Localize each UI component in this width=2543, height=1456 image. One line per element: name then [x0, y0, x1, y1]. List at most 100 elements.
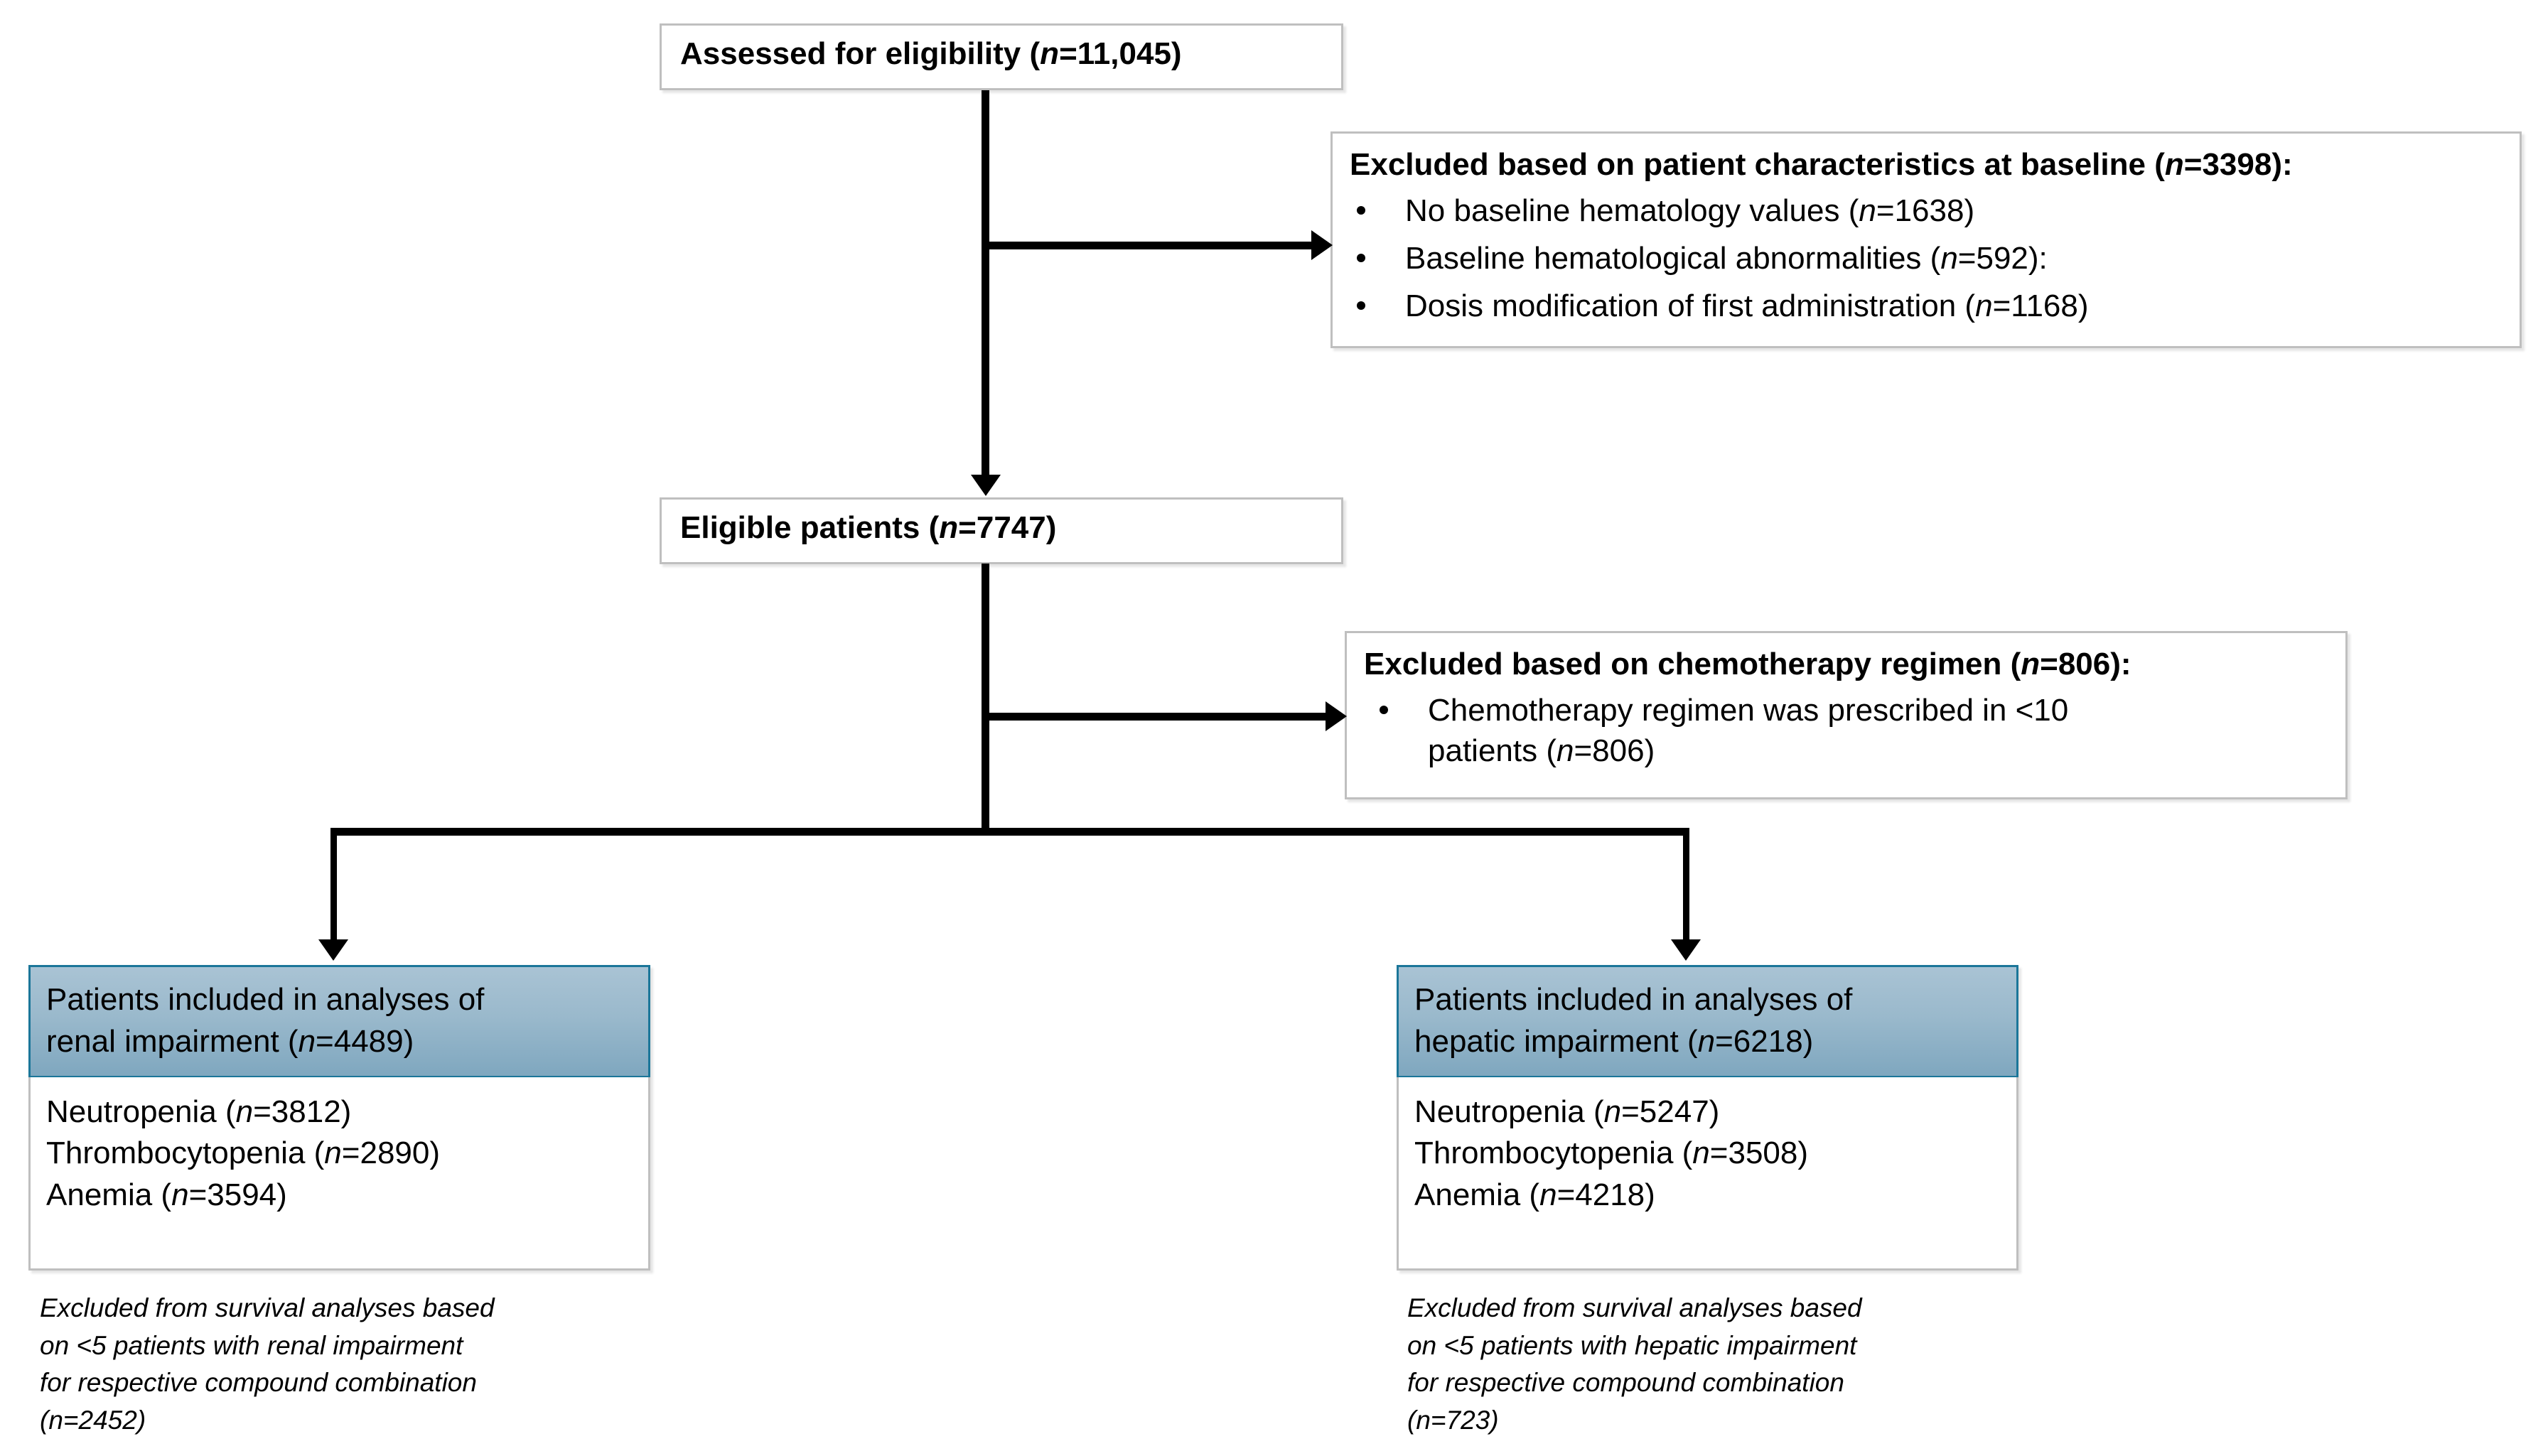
italic-n-glyph: n	[1692, 1136, 1710, 1171]
excluded-chemo-title-n: =806):	[2040, 647, 2131, 681]
footnote-line: (n=2452)	[40, 1405, 146, 1435]
renal-row-anemia: Anemia (n=3594)	[46, 1175, 633, 1217]
renal-head-line2-n: =4489)	[316, 1024, 414, 1059]
renal-impairment-box: Patients included in analyses of renal im…	[28, 965, 650, 1271]
bullet-icon	[1357, 254, 1365, 263]
connector-eligible-to-fork	[982, 563, 989, 835]
excluded-chemo-inner: Excluded based on chemotherapy regimen (…	[1347, 633, 2345, 784]
arrowhead-down-to-eligible	[971, 475, 1001, 496]
italic-n-glyph: n	[2164, 147, 2184, 182]
hepatic-impairment-box: Patients included in analyses of hepatic …	[1397, 965, 2018, 1271]
excluded-baseline-title: Excluded based on patient characteristic…	[1350, 147, 2293, 182]
footnote-line: Excluded from survival analyses based	[40, 1293, 495, 1322]
eligible-patients-box: Eligible patients (n=7747)	[660, 497, 1343, 564]
assessed-label: Assessed for eligibility (n=11,045)	[680, 36, 1323, 72]
bullet-n: =592):	[1957, 241, 2048, 276]
bullet-n: =1168)	[1992, 288, 2089, 324]
connector-assessed-to-eligible	[982, 90, 989, 476]
italic-n-glyph: n	[298, 1024, 316, 1059]
renal-impairment-header: Patients included in analyses of renal im…	[28, 965, 650, 1077]
row-label: Thrombocytopenia (	[46, 1136, 325, 1171]
arrowhead-right-to-excluded-baseline	[1311, 230, 1333, 260]
assessed-n-value: =11,045)	[1059, 36, 1182, 71]
italic-n-glyph: n	[235, 1094, 254, 1129]
hepatic-row-thrombocytopenia: Thrombocytopenia (n=3508)	[1414, 1133, 2001, 1175]
footnote-line: on <5 patients with renal impairment	[40, 1330, 463, 1360]
bullet-line2-pre: patients (	[1428, 733, 1557, 769]
renal-row-neutropenia: Neutropenia (n=3812)	[46, 1091, 633, 1133]
hepatic-row-anemia: Anemia (n=4218)	[1414, 1175, 2001, 1217]
renal-head-line1: Patients included in analyses of	[46, 982, 485, 1017]
row-n: =3812)	[253, 1094, 352, 1129]
renal-impairment-body: Neutropenia (n=3812) Thrombocytopenia (n…	[31, 1077, 648, 1229]
italic-n-glyph: n	[1040, 36, 1060, 71]
renal-head-line2-pre: renal impairment (	[46, 1024, 299, 1059]
bullet-icon	[1357, 205, 1365, 215]
row-label: Neutropenia (	[46, 1094, 236, 1129]
assessed-box-inner: Assessed for eligibility (n=11,045)	[662, 26, 1341, 82]
row-n: =3508)	[1709, 1136, 1809, 1171]
bullet-icon	[1357, 301, 1365, 311]
renal-footnote: Excluded from survival analyses based on…	[40, 1290, 665, 1439]
italic-n-glyph: n	[1603, 1094, 1622, 1129]
row-n: =4218)	[1557, 1177, 1655, 1212]
bullet-icon	[1380, 705, 1388, 714]
excluded-chemo-box: Excluded based on chemotherapy regimen (…	[1345, 631, 2348, 799]
bullet-n: =1638)	[1876, 193, 1975, 228]
italic-n-glyph: n	[1940, 241, 1958, 276]
row-label: Anemia (	[1414, 1177, 1540, 1212]
excluded-chemo-title: Excluded based on chemotherapy regimen (…	[1364, 647, 2131, 681]
row-n: =2890)	[341, 1136, 441, 1171]
assessed-label-text: Assessed for eligibility	[680, 36, 1021, 71]
arrowhead-down-to-hepatic-box	[1671, 939, 1701, 961]
hepatic-head-line1: Patients included in analyses of	[1414, 982, 1853, 1017]
excluded-baseline-title-text: Excluded based on patient characteristic…	[1350, 147, 2146, 182]
footnote-line: on <5 patients with hepatic impairment	[1407, 1330, 1857, 1360]
row-n: =5247)	[1621, 1094, 1720, 1129]
excluded-chemo-title-text: Excluded based on chemotherapy regimen	[1364, 647, 2002, 681]
hepatic-impairment-header: Patients included in analyses of hepatic …	[1397, 965, 2018, 1077]
excluded-baseline-bullet-list: No baseline hematology values (n=1638) B…	[1350, 190, 2502, 327]
excluded-baseline-title-n: =3398):	[2183, 147, 2293, 182]
arrowhead-down-to-renal-box	[318, 939, 348, 961]
eligible-n-value: =7747)	[958, 510, 1057, 545]
eligible-box-inner: Eligible patients (n=7747)	[662, 500, 1341, 556]
row-n: =3594)	[188, 1177, 287, 1212]
hepatic-impairment-body: Neutropenia (n=5247) Thrombocytopenia (n…	[1399, 1077, 2016, 1229]
footnote-line: (n=723)	[1407, 1405, 1499, 1435]
footnote-line: for respective compound combination	[40, 1368, 477, 1398]
hepatic-head-line2-n: =6218)	[1715, 1024, 1814, 1059]
assessed-n-open: (	[1021, 36, 1041, 71]
italic-n-glyph: n	[1556, 733, 1574, 769]
hepatic-row-neutropenia: Neutropenia (n=5247)	[1414, 1091, 2001, 1133]
hepatic-head-line2-pre: hepatic impairment (	[1414, 1024, 1698, 1059]
list-item: Baseline hematological abnormalities (n=…	[1350, 238, 2502, 279]
excluded-baseline-inner: Excluded based on patient characteristic…	[1333, 134, 2520, 339]
connector-fork-left-leg	[330, 828, 337, 943]
row-label: Neutropenia (	[1414, 1094, 1604, 1129]
list-item: Chemotherapy regimen was prescribed in <…	[1364, 690, 2328, 771]
eligible-label: Eligible patients (n=7747)	[680, 510, 1057, 545]
row-label: Anemia (	[46, 1177, 172, 1212]
footnote-line: Excluded from survival analyses based	[1407, 1293, 1862, 1322]
assessed-for-eligibility-box: Assessed for eligibility (n=11,045)	[660, 23, 1343, 90]
italic-n-glyph: n	[1539, 1177, 1557, 1212]
bullet-line2-n: =806)	[1574, 733, 1655, 769]
bullet-line1: Chemotherapy regimen was prescribed in <…	[1428, 692, 2069, 728]
bullet-text: No baseline hematology values	[1405, 193, 1840, 228]
italic-n-glyph: n	[2021, 647, 2041, 681]
connector-fork-bar	[330, 828, 1689, 836]
list-item: No baseline hematology values (n=1638)	[1350, 190, 2502, 231]
excluded-baseline-box: Excluded based on patient characteristic…	[1330, 131, 2522, 348]
connector-to-excluded-baseline	[985, 242, 1312, 249]
renal-row-thrombocytopenia: Thrombocytopenia (n=2890)	[46, 1133, 633, 1175]
connector-to-excluded-chemo	[985, 713, 1326, 721]
italic-n-glyph: n	[1859, 193, 1876, 228]
bullet-text: Dosis modification of first administrati…	[1405, 288, 1957, 324]
list-item: Dosis modification of first administrati…	[1350, 286, 2502, 326]
italic-n-glyph: n	[939, 510, 959, 545]
italic-n-glyph: n	[171, 1177, 189, 1212]
bullet-text: Baseline hematological abnormalities	[1405, 241, 1922, 276]
eligible-label-text: Eligible patients	[680, 510, 920, 545]
